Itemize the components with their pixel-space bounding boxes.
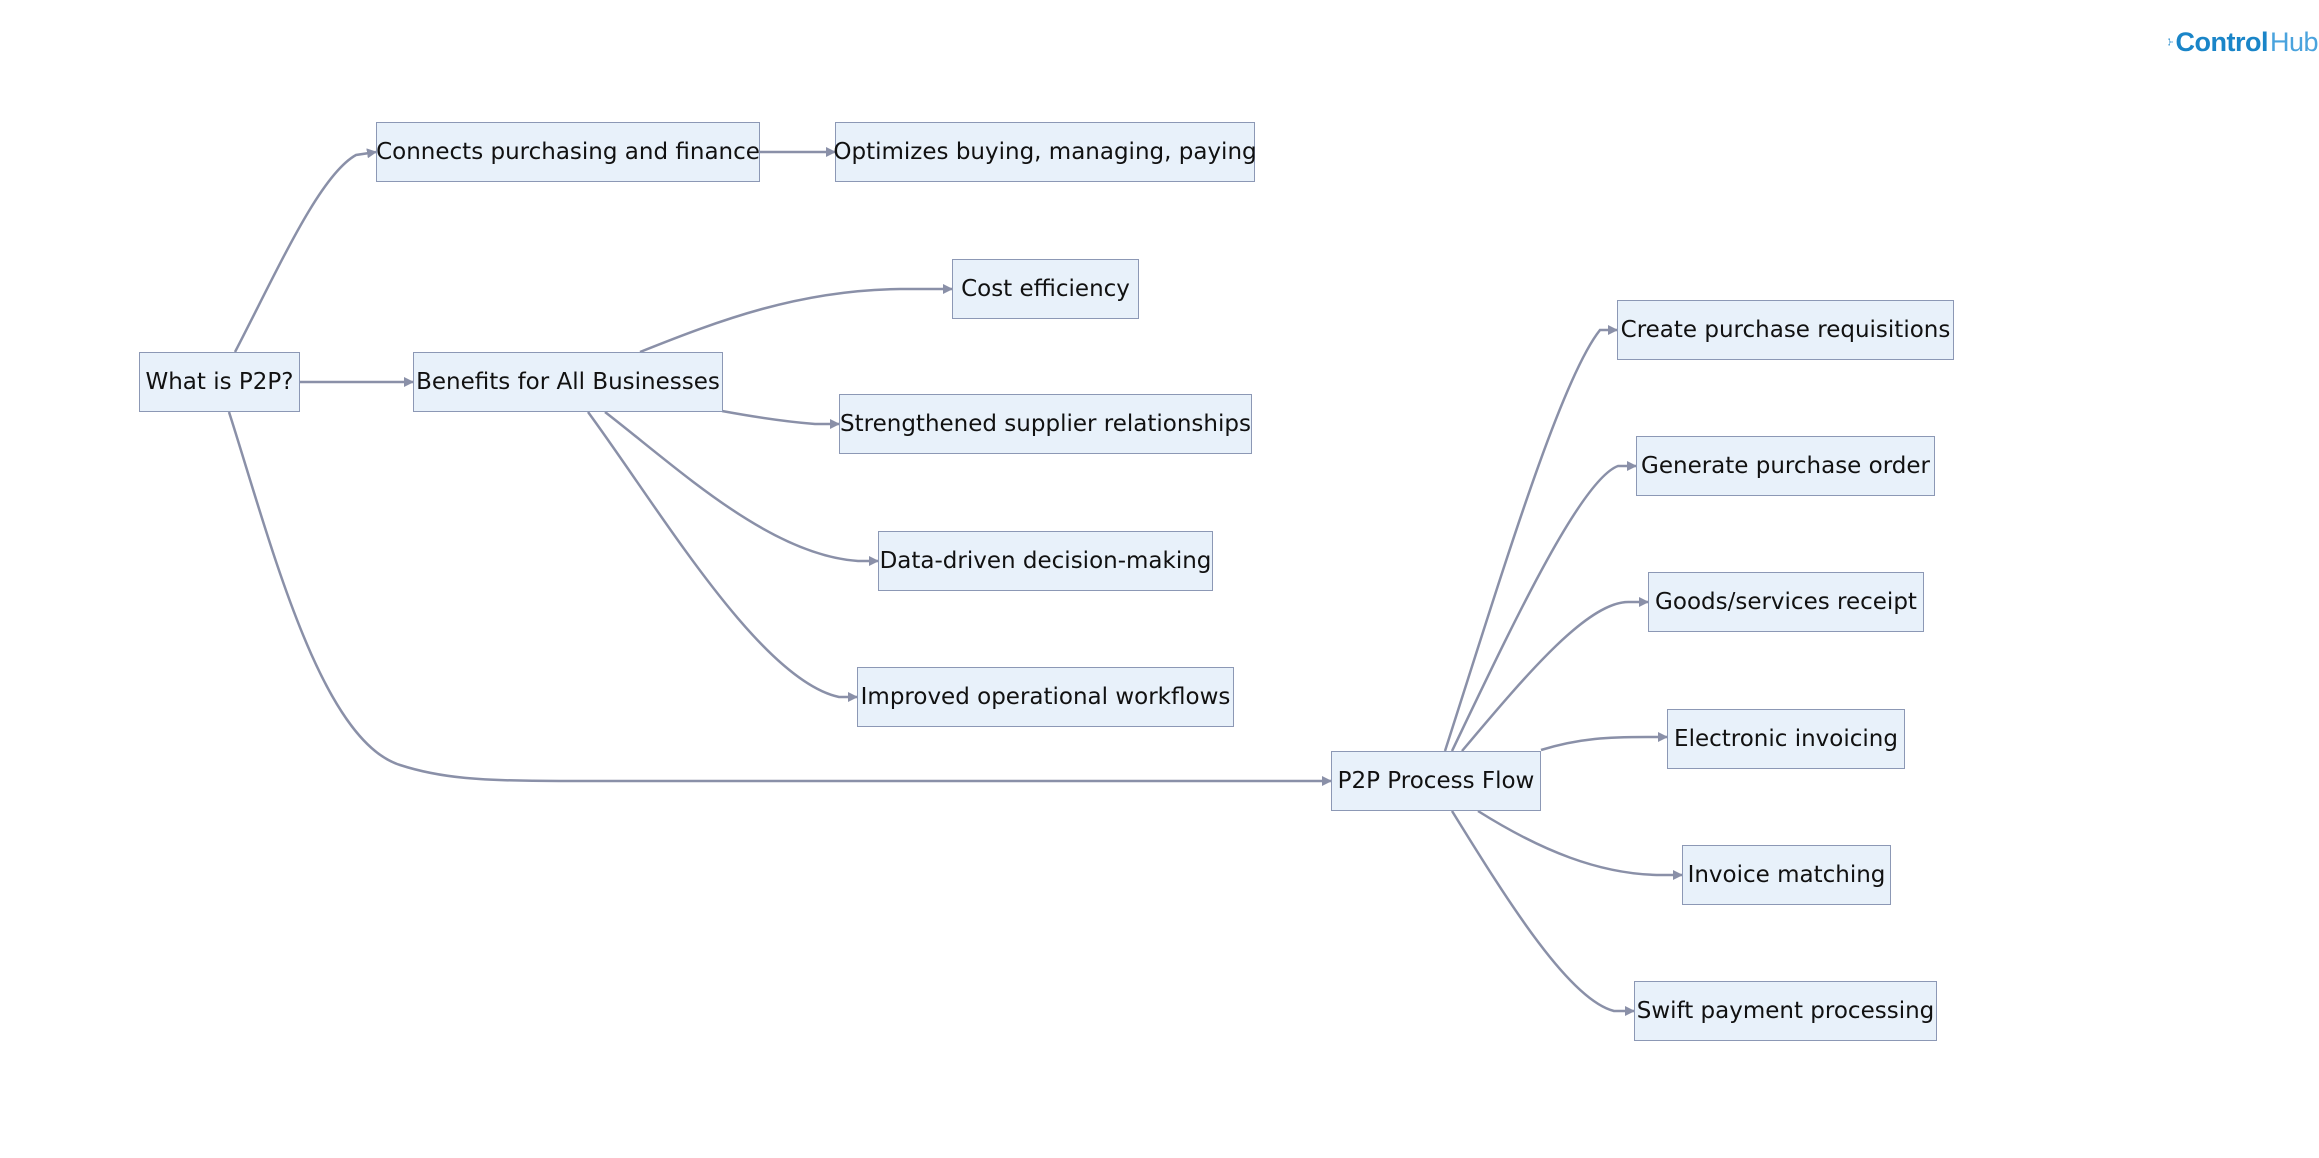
edge-layer <box>227 147 1683 1016</box>
node-purchase-order[interactable]: Generate purchase order <box>1636 436 1935 496</box>
edge-what-is-p2p-to-connects <box>233 148 377 353</box>
edge-what-is-p2p-to-process-flow <box>227 411 1332 786</box>
edge-benefits-to-workflows <box>586 411 858 702</box>
logo-word-hub: Hub <box>2269 26 2319 57</box>
node-what-is-p2p[interactable]: What is P2P? <box>139 352 300 412</box>
edge-benefits-to-supplier <box>721 409 840 429</box>
edge-process-flow-to-matching <box>1477 809 1683 880</box>
edge-process-flow-to-purchase-order <box>1450 461 1637 752</box>
edge-benefits-to-cost <box>639 284 953 354</box>
node-workflows[interactable]: Improved operational workflows <box>857 667 1234 727</box>
node-optimizes[interactable]: Optimizes buying, managing, paying <box>833 122 1257 182</box>
node-swift-payment[interactable]: Swift payment processing <box>1634 981 1937 1041</box>
logo-word-control: Control <box>2175 26 2268 57</box>
node-electronic-invoicing[interactable]: Electronic invoicing <box>1667 709 1905 769</box>
node-requisitions[interactable]: Create purchase requisitions <box>1617 300 1954 360</box>
node-benefits[interactable]: Benefits for All Businesses <box>413 352 723 412</box>
edge-process-flow-to-requisitions <box>1443 325 1618 752</box>
node-process-flow[interactable]: P2P Process Flow <box>1331 751 1541 811</box>
edge-process-flow-to-invoicing <box>1540 732 1668 752</box>
network-hub-icon <box>2168 38 2174 46</box>
edge-benefits-to-data-driven <box>604 411 879 566</box>
node-invoice-matching[interactable]: Invoice matching <box>1682 845 1891 905</box>
node-cost-efficiency[interactable]: Cost efficiency <box>952 259 1139 319</box>
node-data-driven[interactable]: Data-driven decision-making <box>878 531 1213 591</box>
node-supplier-relationships[interactable]: Strengthened supplier relationships <box>839 394 1252 454</box>
edge-process-flow-to-payment <box>1450 810 1635 1016</box>
edge-process-flow-to-receipt <box>1461 597 1649 752</box>
node-connects[interactable]: Connects purchasing and finance <box>376 122 760 182</box>
node-goods-receipt[interactable]: Goods/services receipt <box>1648 572 1924 632</box>
